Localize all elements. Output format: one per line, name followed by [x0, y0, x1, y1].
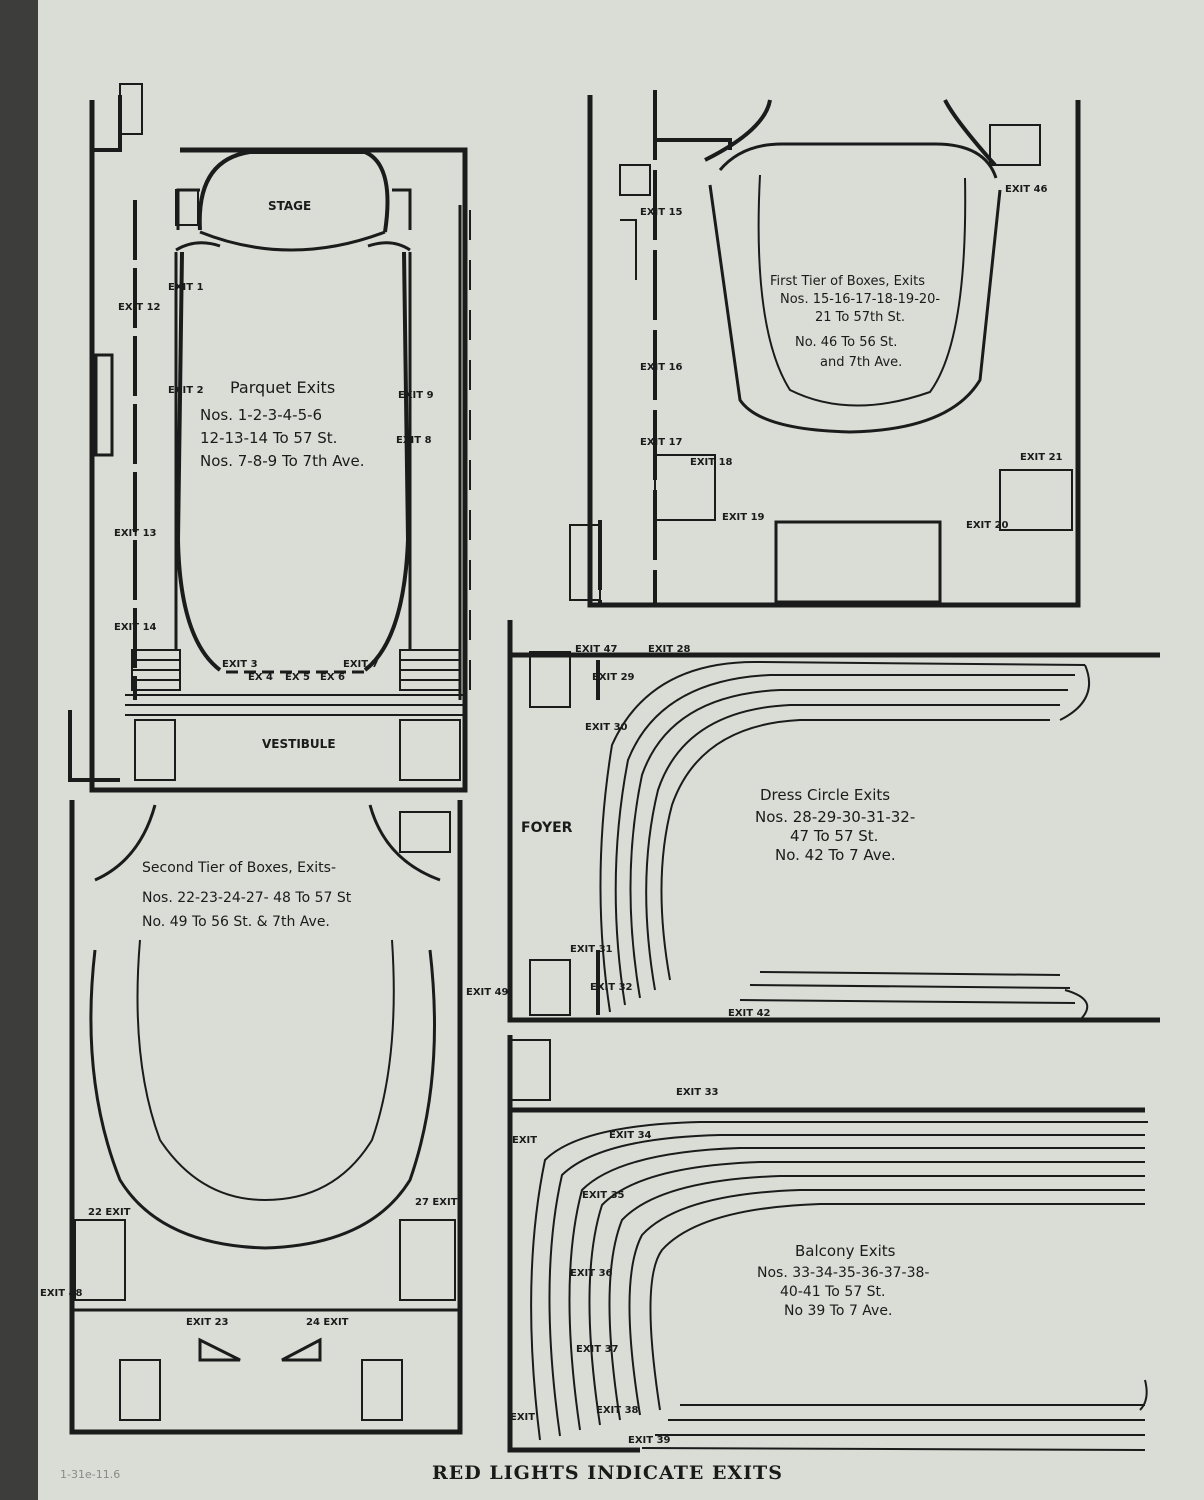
pencil-note: 1-31e-11.6 — [60, 1468, 121, 1481]
balcony-plan — [507, 1035, 1148, 1453]
exit-21-label: EXIT 21 — [1020, 452, 1063, 463]
exit-32-label: EXIT 32 — [590, 982, 633, 993]
exit-12-label: EXIT 12 — [118, 302, 161, 313]
second-tier-line-1: Second Tier of Boxes, Exits- — [142, 860, 336, 876]
exit-36-label: EXIT 36 — [570, 1268, 613, 1279]
second-tier-plan — [69, 800, 463, 1435]
exit-18-label: EXIT 18 — [690, 457, 733, 468]
exit-15-label: EXIT 15 — [640, 207, 683, 218]
exit-4-label: EX 4 — [248, 672, 273, 683]
program-page — [38, 0, 1204, 1500]
second-tier-line-2: Nos. 22-23-24-27- 48 To 57 St — [142, 890, 352, 906]
exit-41-label: EXIT — [510, 1412, 535, 1423]
exit-40-label: EXIT — [512, 1135, 537, 1146]
exit-30-label: EXIT 30 — [585, 722, 628, 733]
exit-7-label: EXIT 7 — [343, 659, 379, 670]
parquet-line-2: 12-13-14 To 57 St. — [200, 429, 337, 447]
stage-label: STAGE — [268, 199, 311, 213]
parquet-line-1: Nos. 1-2-3-4-5-6 — [200, 406, 322, 424]
exit-46-label: EXIT 46 — [1005, 184, 1048, 195]
footer-caption: RED LIGHTS INDICATE EXITS — [432, 1462, 783, 1484]
balcony-line-3: 40-41 To 57 St. — [780, 1284, 885, 1300]
exit-9-label: EXIT 9 — [398, 390, 434, 401]
balcony-line-1: Balcony Exits — [795, 1242, 896, 1260]
exit-3-label: EXIT 3 — [222, 659, 258, 670]
exit-14-label: EXIT 14 — [114, 622, 157, 633]
first-tier-line-1: First Tier of Boxes, Exits — [770, 274, 925, 289]
parquet-plan — [68, 83, 471, 793]
dress-circle-line-3: 47 To 57 St. — [790, 827, 878, 845]
parquet-line-3: Nos. 7-8-9 To 7th Ave. — [200, 452, 365, 470]
exit-47-label: EXIT 47 — [575, 644, 618, 655]
dress-circle-line-1: Dress Circle Exits — [760, 786, 890, 804]
second-tier-line-3: No. 49 To 56 St. & 7th Ave. — [142, 914, 330, 930]
exit-24-label: 24 EXIT — [306, 1317, 349, 1328]
exit-13-label: EXIT 13 — [114, 528, 157, 539]
dress-circle-line-4: No. 42 To 7 Ave. — [775, 846, 896, 864]
first-tier-line-4: No. 46 To 56 St. — [795, 335, 897, 350]
exit-22-label: 22 EXIT — [88, 1207, 131, 1218]
exit-1-label: EXIT 1 — [168, 282, 204, 293]
first-tier-line-5: and 7th Ave. — [820, 355, 902, 370]
foyer-label: FOYER — [521, 820, 573, 836]
exit-2-label: EXIT 2 — [168, 385, 204, 396]
exit-35-label: EXIT 35 — [582, 1190, 625, 1201]
exit-19-label: EXIT 19 — [722, 512, 765, 523]
exit-48-label: EXIT 48 — [40, 1288, 83, 1299]
exit-23-label: EXIT 23 — [186, 1317, 229, 1328]
exit-31-label: EXIT 31 — [570, 944, 613, 955]
exit-6-label: EX 6 — [320, 672, 345, 683]
balcony-line-4: No 39 To 7 Ave. — [784, 1303, 892, 1319]
exit-28-label: EXIT 28 — [648, 644, 691, 655]
exit-17-label: EXIT 17 — [640, 437, 683, 448]
exit-27-label: 27 EXIT — [415, 1197, 458, 1208]
exit-33-label: EXIT 33 — [676, 1087, 719, 1098]
balcony-line-2: Nos. 33-34-35-36-37-38- — [757, 1265, 929, 1281]
dress-circle-line-2: Nos. 28-29-30-31-32- — [755, 808, 915, 826]
exit-38-label: EXIT 38 — [596, 1405, 639, 1416]
exit-42-label: EXIT 42 — [728, 1008, 771, 1019]
parquet-title: Parquet Exits — [230, 378, 335, 397]
exit-49-label: EXIT 49 — [466, 987, 509, 998]
exit-39-label: EXIT 39 — [628, 1435, 671, 1446]
exit-20-label: EXIT 20 — [966, 520, 1009, 531]
first-tier-line-2: Nos. 15-16-17-18-19-20- — [780, 292, 940, 307]
first-tier-line-3: 21 To 57th St. — [815, 310, 905, 325]
exit-29-label: EXIT 29 — [592, 672, 635, 683]
exit-34-label: EXIT 34 — [609, 1130, 652, 1141]
dress-circle-plan — [507, 620, 1160, 1023]
exit-8-label: EXIT 8 — [396, 435, 432, 446]
exit-16-label: EXIT 16 — [640, 362, 683, 373]
first-tier-plan — [569, 90, 1081, 608]
exit-5-label: EX 5 — [285, 672, 310, 683]
vestibule-label: VESTIBULE — [262, 737, 336, 751]
exit-37-label: EXIT 37 — [576, 1344, 619, 1355]
